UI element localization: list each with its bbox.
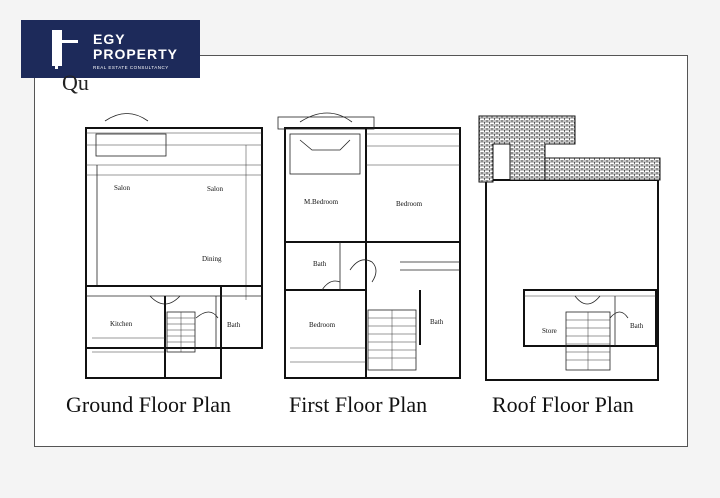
first-room-bath-left: Bath [313,260,327,268]
roof-tiles-left [478,115,576,183]
first-floor-plan: M.Bedroom Bedroom Bath Bedroom Bath [277,112,461,379]
first-room-bedroom-top: Bedroom [396,200,423,208]
ground-floor-plan: Salon Salon Dining Kitchen Bath [85,113,263,379]
egy-property-logo: EGY PROPERTY REAL ESTATE CONSULTANCY [21,20,200,78]
roof-floor-plan: Store Bath [478,115,661,381]
ground-room-salon-left: Salon [114,184,130,192]
ground-room-bath: Bath [227,321,241,329]
first-room-bath-right: Bath [430,318,444,326]
stray-text: Qu [62,70,89,95]
logo-mark-corner-icon [55,40,78,69]
logo-line-1: EGY [93,31,126,47]
drawing-sheet [34,55,688,447]
first-stairs [367,309,417,371]
logo-line-2: PROPERTY [93,46,179,62]
ground-room-dining: Dining [202,255,222,263]
roof-stairs [565,311,611,371]
roof-floor-caption: Roof Floor Plan [492,392,634,417]
roof-tiles-right [544,157,661,181]
logo-tagline: REAL ESTATE CONSULTANCY [93,65,169,70]
ground-floor-caption: Ground Floor Plan [66,392,231,417]
ground-room-salon-right: Salon [207,185,223,193]
first-floor-caption: First Floor Plan [289,392,428,417]
first-room-master-bedroom: M.Bedroom [304,198,339,206]
ground-room-kitchen: Kitchen [110,320,133,328]
first-room-bedroom-bottom: Bedroom [309,321,336,329]
roof-room-store: Store [542,327,557,335]
roof-room-bath: Bath [630,322,644,330]
ground-stairs [166,311,196,353]
